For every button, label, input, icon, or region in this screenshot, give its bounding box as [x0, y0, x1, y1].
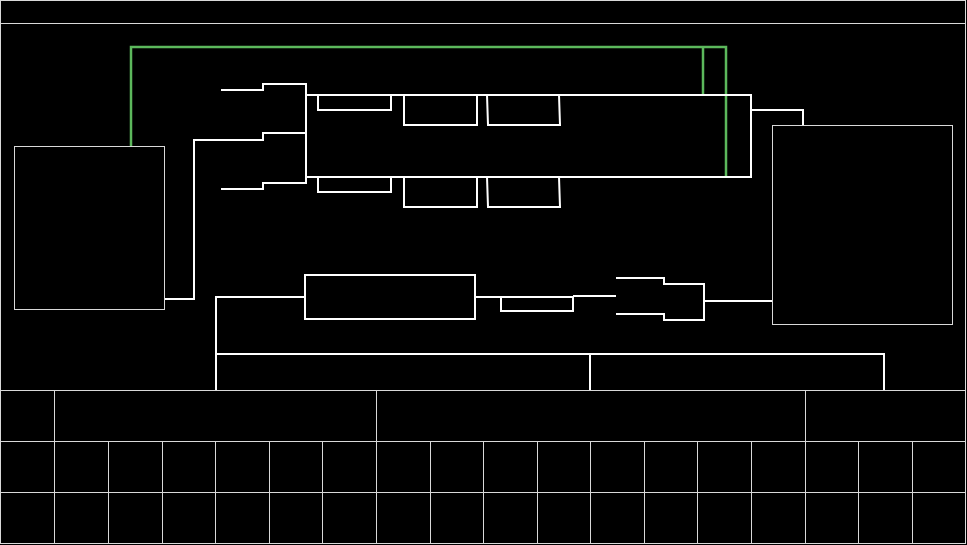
top-slot-2 — [403, 95, 478, 126]
main-housing — [305, 94, 752, 178]
top-slot-3 — [486, 94, 562, 126]
bottom-slot-3 — [486, 176, 562, 208]
bus-line — [216, 353, 885, 390]
bottom-table — [1, 390, 966, 544]
lower-assembly — [215, 274, 885, 390]
bottom-slot-2 — [403, 177, 478, 208]
green-loop — [129, 45, 728, 177]
lower-main-block — [304, 274, 476, 320]
top-slot-1 — [317, 95, 392, 111]
upper-connector-bottom — [221, 132, 307, 190]
lower-feed-line — [215, 296, 305, 390]
upper-assembly — [165, 83, 804, 300]
lower-small-block — [500, 296, 574, 312]
bottom-slot-1 — [317, 177, 392, 193]
green-loop-outer — [129, 45, 728, 177]
lower-connector — [616, 277, 705, 321]
right-unit-box — [772, 125, 953, 325]
upper-connector-top — [221, 83, 307, 141]
left-unit-box — [14, 146, 165, 310]
left-feed-line — [165, 139, 221, 300]
right-feed-line — [751, 109, 804, 125]
